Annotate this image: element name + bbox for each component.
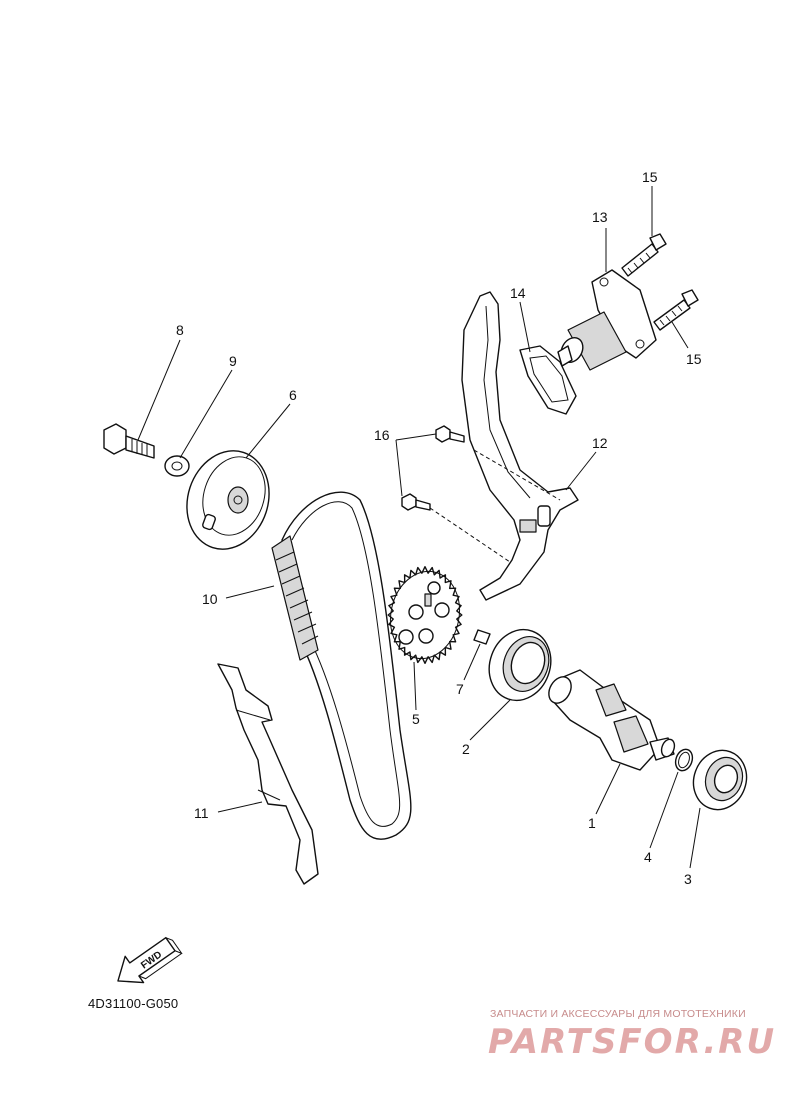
- callout-labels: 8 9 6 16 10 11 5 7 2 1 4 3 12 13 14 15 1…: [176, 169, 702, 887]
- leader-lines: [137, 186, 701, 869]
- part-15-bolt-lower: [653, 289, 699, 331]
- part-6-plate: [186, 450, 270, 550]
- callout-2: 2: [462, 741, 470, 757]
- callout-14: 14: [510, 285, 526, 301]
- diagram-code: 4D31100-G050: [88, 996, 179, 1011]
- part-14-gasket: [519, 345, 577, 415]
- forward-arrow-icon: FWD: [117, 936, 183, 984]
- part-13-tensioner: [557, 269, 657, 371]
- part-10-timing-chain: [271, 491, 412, 840]
- callout-8: 8: [176, 322, 184, 338]
- callout-6: 6: [289, 387, 297, 403]
- callout-3: 3: [684, 871, 692, 887]
- callout-13: 13: [592, 209, 608, 225]
- part-1-camshaft: [548, 669, 676, 771]
- watermark-logo: PARTSFOR.RU: [488, 1022, 777, 1062]
- callout-9: 9: [229, 353, 237, 369]
- callout-1: 1: [588, 815, 596, 831]
- part-2-bearing: [488, 628, 552, 702]
- callout-5: 5: [412, 711, 420, 727]
- part-8-bolt: [103, 423, 155, 459]
- callout-7: 7: [456, 681, 464, 697]
- watermark-caption: ЗАПЧАСТИ И АКСЕССУАРЫ ДЛЯ МОТОТЕХНИКИ: [490, 1008, 746, 1020]
- part-4-o-ring: [674, 748, 694, 772]
- part-11-chain-guide: [217, 663, 319, 885]
- part-3-bearing: [692, 749, 748, 811]
- part-16-bolt-lower: [401, 493, 511, 563]
- callout-4: 4: [644, 849, 652, 865]
- callout-11: 11: [194, 805, 209, 821]
- part-16-bolt-upper: [435, 425, 465, 443]
- part-9-washer: [164, 455, 190, 477]
- callout-15-upper: 15: [642, 169, 658, 185]
- part-7-dowel-pin: [473, 629, 491, 645]
- callout-15-lower: 15: [686, 351, 702, 367]
- callout-12: 12: [592, 435, 608, 451]
- part-15-bolt-upper: [621, 233, 667, 277]
- part-12-tensioner-guide: [461, 291, 579, 601]
- callout-10: 10: [202, 591, 218, 607]
- callout-16: 16: [374, 427, 390, 443]
- part-5-sprocket: [387, 566, 463, 664]
